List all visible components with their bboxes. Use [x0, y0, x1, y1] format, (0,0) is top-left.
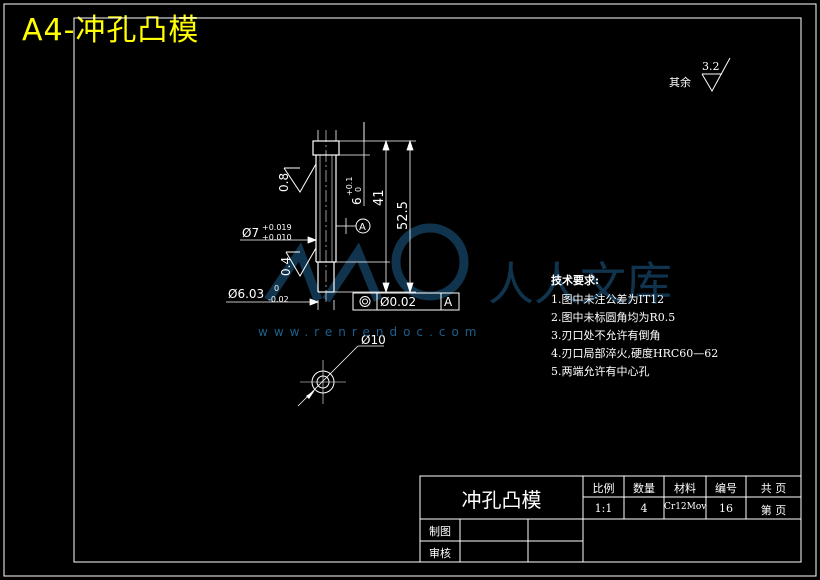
- roughness-rest-value: 3.2: [702, 60, 720, 73]
- outer-frame: [3, 3, 817, 577]
- number-label: 编号: [715, 482, 737, 495]
- page-title: A4-冲孔凸模: [22, 13, 200, 48]
- roughness-rest-label: 其余: [669, 75, 691, 89]
- len525-label: 52.5: [396, 201, 411, 230]
- tolerance-frame: [352, 292, 460, 311]
- requirements-heading: 技术要求:: [551, 274, 600, 287]
- roughness-upper-icon: [283, 163, 317, 193]
- dia10-label: Ø10: [361, 333, 386, 347]
- len41-label: 41: [372, 189, 387, 206]
- requirement-item-2: 2.图中未标圆角均为R0.5: [551, 311, 676, 324]
- requirement-item-4: 4.刃口局部淬火,硬度HRC60—62: [551, 347, 719, 360]
- watermark-logo-text: 人人文库: [488, 257, 672, 311]
- roughness-upper-value: 0.8: [277, 173, 291, 192]
- part-name: 冲孔凸模: [461, 488, 542, 512]
- len6-tol-lower: 0: [354, 187, 363, 192]
- roughness-lower-icon: [285, 247, 317, 277]
- scale-label: 比例: [592, 482, 615, 495]
- drawn-label: 制图: [429, 525, 451, 538]
- coax-datum: A: [444, 295, 453, 309]
- requirement-item-5: 5.两端允许有中心孔: [551, 365, 650, 378]
- material-value: Cr12Mov: [664, 502, 706, 512]
- dia7-label: Ø7: [242, 226, 259, 240]
- number-value: 16: [719, 502, 733, 515]
- coax-value: Ø0.02: [380, 295, 416, 309]
- qty-label: 数量: [633, 482, 655, 495]
- total-pages-label: 共 页: [760, 482, 787, 495]
- watermark-logo-icon: [264, 223, 469, 303]
- dia603-label: Ø6.03: [228, 287, 264, 301]
- requirement-item-3: 3.刃口处不允许有倒角: [551, 329, 661, 342]
- datum-label: A: [359, 222, 366, 233]
- qty-value: 4: [640, 502, 648, 515]
- end-view: [297, 345, 384, 407]
- title-block-grid: [419, 475, 802, 563]
- material-label: 材料: [674, 482, 696, 495]
- scale-value: 1:1: [594, 502, 613, 515]
- extension-lines: [317, 122, 416, 310]
- dia7-tol-lower: +0.010: [262, 233, 292, 242]
- checked-label: 审核: [429, 547, 451, 560]
- roughness-lower-value: 0.4: [279, 257, 293, 276]
- dia7-tol-upper: +0.019: [262, 223, 292, 232]
- dimension-lines: [226, 122, 414, 306]
- watermark-url: www.renrendoc.com: [258, 325, 483, 339]
- len6-tol-upper: +0.1: [345, 177, 354, 196]
- requirement-item-1: 1.图中未注公差为IT12: [551, 293, 665, 306]
- dia603-tol-upper: 0: [274, 284, 279, 293]
- len6-label: 6: [350, 197, 364, 205]
- roughness-rest-icon: [701, 57, 731, 93]
- dia603-tol-lower: -0.02: [268, 295, 289, 304]
- sheet-page-label: 第 页: [760, 504, 787, 517]
